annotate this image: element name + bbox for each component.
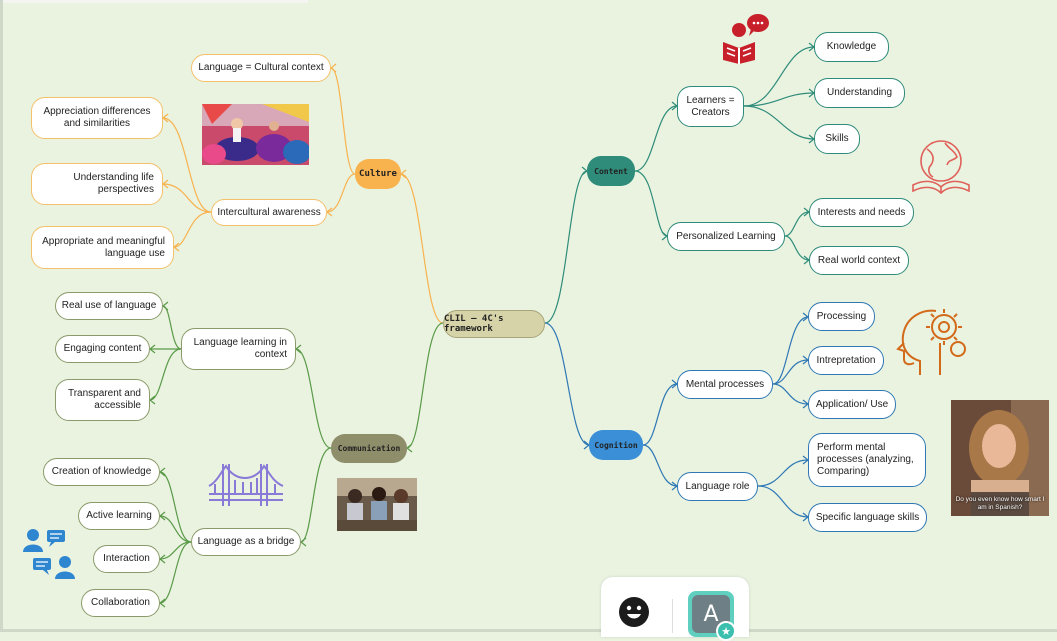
top-strip — [3, 0, 308, 3]
smiley-icon[interactable] — [619, 597, 649, 627]
cog-processing-node[interactable]: Processing — [808, 302, 875, 331]
content-knowledge-node[interactable]: Knowledge — [814, 32, 889, 62]
cognition-connectors — [544, 316, 809, 518]
comm-transparent-node[interactable]: Transparent and accessible — [55, 379, 150, 421]
cog-intrepretation-node[interactable]: Intrepretation — [808, 346, 884, 375]
friends-photo[interactable] — [337, 478, 417, 531]
connector-layer — [149, 42, 815, 608]
cognition-node[interactable]: Cognition — [589, 430, 643, 460]
culture-intercultural-awareness-node[interactable]: Intercultural awareness — [211, 199, 327, 226]
content-interests-needs-node[interactable]: Interests and needs — [809, 198, 914, 227]
comm-language-bridge-node[interactable]: Language as a bridge — [191, 528, 301, 556]
bottom-toolbar: A ★ — [601, 577, 749, 641]
culture-appreciation-node[interactable]: Appreciation differences and similaritie… — [31, 97, 163, 139]
cog-application-node[interactable]: Application/ Use — [808, 390, 896, 419]
star-badge-icon: ★ — [716, 621, 736, 641]
bridge-icon — [208, 464, 284, 506]
content-real-world-node[interactable]: Real world context — [809, 246, 909, 275]
spanish-gif[interactable]: Do you even know how smart I am in Spani… — [951, 400, 1049, 516]
reader-speech-icon — [723, 14, 769, 64]
comm-active-learning-node[interactable]: Active learning — [78, 502, 160, 530]
culture-life-perspectives-node[interactable]: Understanding life perspectives — [31, 163, 163, 205]
toolbar-divider — [672, 599, 673, 633]
content-personalized-learning-node[interactable]: Personalized Learning — [667, 222, 785, 251]
content-understanding-node[interactable]: Understanding — [814, 78, 905, 108]
comm-creation-knowledge-node[interactable]: Creation of knowledge — [43, 458, 160, 486]
dancers-photo[interactable] — [202, 104, 309, 165]
cog-specific-skills-node[interactable]: Specific language skills — [808, 503, 927, 532]
content-learners-creators-node[interactable]: Learners = Creators — [677, 86, 744, 127]
content-skills-node[interactable]: Skills — [814, 124, 860, 154]
comm-language-learning-context-node[interactable]: Language learning in context — [181, 328, 296, 370]
culture-language-use-node[interactable]: Appropriate and meaningful language use — [31, 226, 174, 269]
comm-real-use-node[interactable]: Real use of language — [55, 292, 163, 320]
cog-mental-processes-node[interactable]: Mental processes — [677, 370, 773, 399]
cog-perform-mental-node[interactable]: Perform mental processes (analyzing, Com… — [808, 433, 926, 487]
culture-cultural-context-node[interactable]: Language = Cultural context — [191, 54, 331, 82]
globe-book-icon — [912, 140, 970, 195]
people-chat-icon — [23, 529, 75, 579]
culture-connectors — [162, 67, 444, 324]
user-avatar[interactable]: A ★ — [688, 591, 736, 641]
comm-interaction-node[interactable]: Interaction — [93, 545, 160, 573]
content-connectors — [544, 46, 815, 324]
root-node[interactable]: CLIL – 4C's framework — [443, 310, 545, 338]
cog-language-role-node[interactable]: Language role — [677, 472, 758, 501]
comm-engaging-content-node[interactable]: Engaging content — [55, 335, 150, 363]
comm-collaboration-node[interactable]: Collaboration — [81, 589, 160, 617]
culture-node[interactable]: Culture — [355, 159, 401, 189]
gif-caption: Do you even know how smart I am in Spani… — [955, 496, 1045, 511]
content-node[interactable]: Content — [587, 156, 635, 186]
communication-node[interactable]: Communication — [331, 434, 407, 463]
head-gear-icon — [896, 309, 966, 375]
